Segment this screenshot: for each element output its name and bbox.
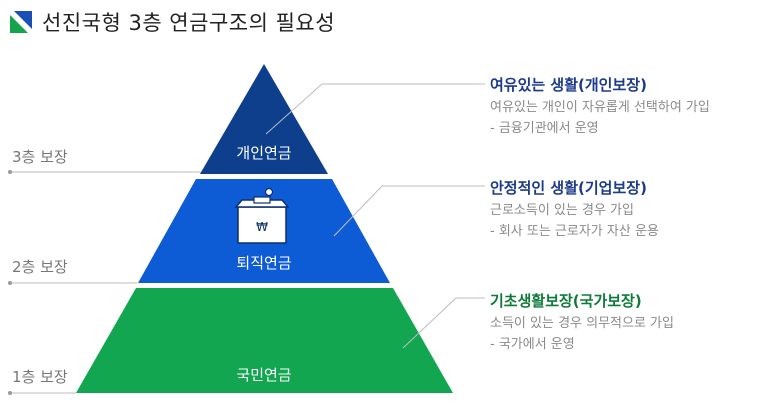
tier-3-desc-line-1: 여유있는 개인이 자유롭게 선택하여 가입 <box>490 100 710 115</box>
level-1-label: 1층 보장 <box>12 368 68 386</box>
tier-2-title: 안정적인 생활(기업보장) <box>490 179 647 197</box>
title-bar: 선진국형 3층 연금구조의 필요성 <box>10 6 335 38</box>
tier-2-desc-line-2: - 회사 또는 근로자가 자산 운용 <box>490 224 659 239</box>
level-2-label: 2층 보장 <box>12 258 68 276</box>
tier-3-connector <box>265 83 485 135</box>
tier-1-title: 기초생활보장(국가보장) <box>490 292 642 310</box>
tier-1-connector <box>402 297 485 349</box>
tier-1-desc-line-1: 소득이 있는 경우 의무적으로 가입 <box>490 316 674 331</box>
tier-1-desc-line-2: - 국가에서 운영 <box>490 337 575 352</box>
page-title: 선진국형 3층 연금구조의 필요성 <box>42 11 336 35</box>
level-2-guide-dot <box>8 281 12 285</box>
level-3-guide-dot <box>8 170 12 174</box>
tier-3-name: 개인연금 <box>236 144 291 162</box>
money-box-symbol: ₩ <box>256 220 268 234</box>
money-box-icon: ₩ <box>234 187 290 244</box>
tier-1-name: 국민연금 <box>236 366 291 384</box>
level-1-guide-dot <box>8 391 12 395</box>
tier-3-title: 여유있는 생활(개인보장) <box>490 76 647 94</box>
tier-3-desc-line-2: - 금융기관에서 운영 <box>490 121 599 136</box>
tier-3-personal-pension <box>200 64 328 174</box>
tier-2-desc-line-1: 근로소득이 있는 경우 가입 <box>490 203 634 218</box>
tier-1-national-pension <box>76 288 453 393</box>
tier-2-name: 퇴직연금 <box>236 254 291 272</box>
title-corner-icon <box>10 11 32 33</box>
tier-2-connector <box>333 185 485 237</box>
level-3-label: 3층 보장 <box>12 148 68 166</box>
